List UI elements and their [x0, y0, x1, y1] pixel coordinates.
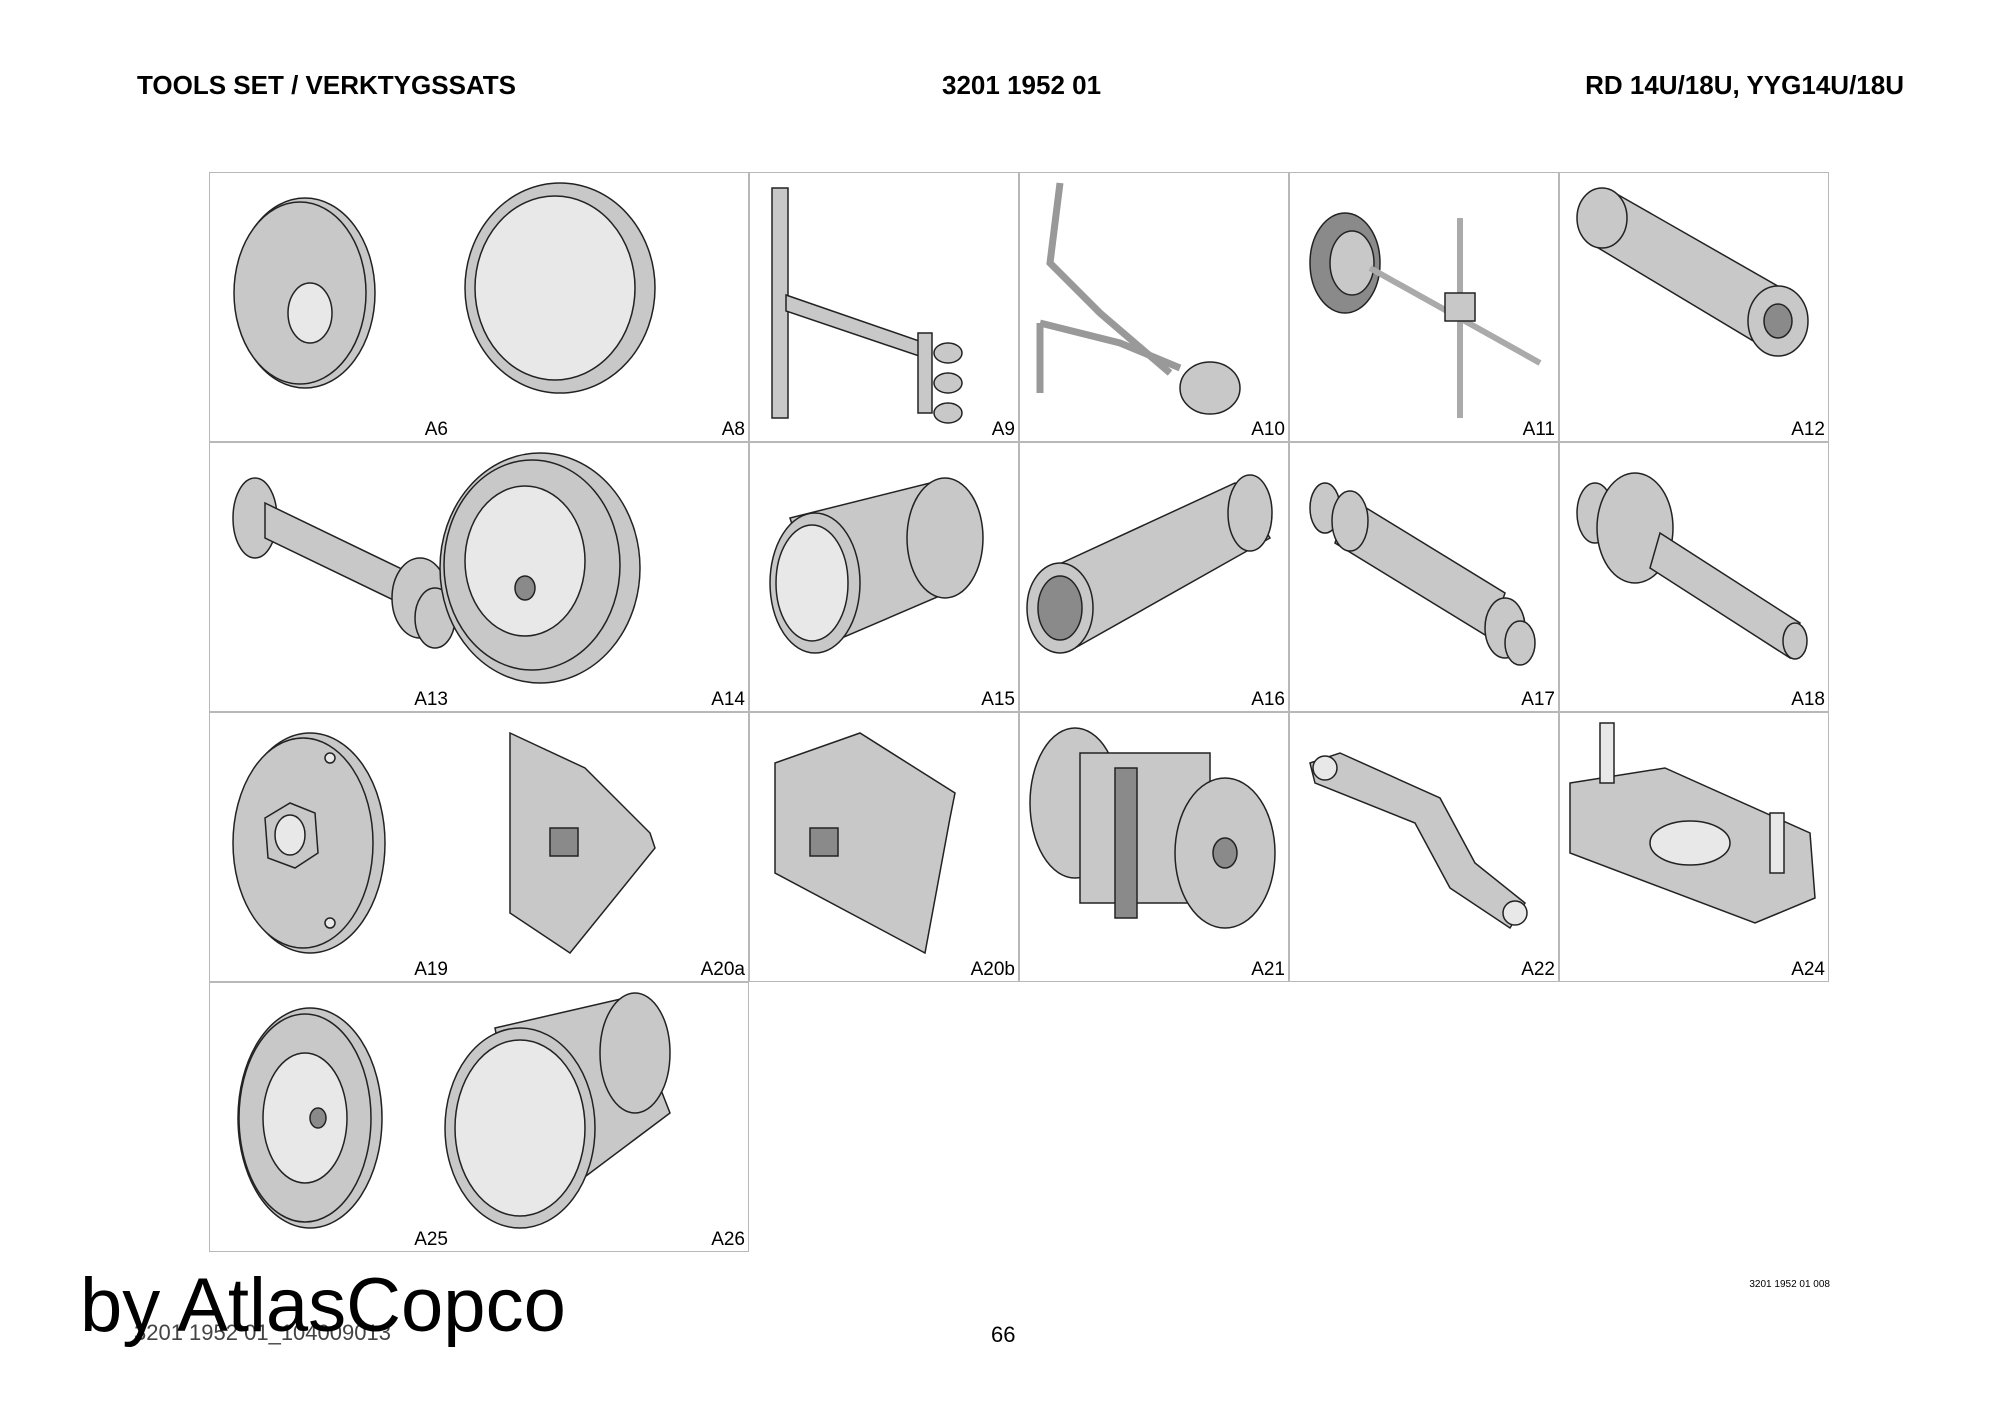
tool-label-a20b: A20b [970, 959, 1015, 980]
header-model: RD 14U/18U, YYG14U/18U [1585, 70, 1904, 100]
tool-illustration-a6-a8 [233, 182, 656, 394]
tool-cell-a9: A9 [749, 172, 1019, 442]
tool-cell-a20b: A20b [749, 712, 1019, 982]
tool-illustration-a18 [1576, 472, 1808, 660]
tool-illustration-a11 [1309, 212, 1542, 418]
tool-label-a11: A11 [1522, 419, 1555, 440]
tool-label-a15: A15 [981, 689, 1015, 710]
tool-cell-a22: A22 [1289, 712, 1559, 982]
tool-label-a6: A6 [424, 419, 448, 440]
tool-label-a13: A13 [414, 689, 448, 710]
tool-cell-a10: A10 [1019, 172, 1289, 442]
tool-illustration-a16 [1026, 474, 1273, 654]
tools-grid: A6 A8 A9 A10 A11 [209, 172, 1829, 1252]
header-part-number: 3201 1952 01 [942, 70, 1102, 100]
tool-label-a14: A14 [711, 689, 745, 710]
tool-cell-a17: A17 [1289, 442, 1559, 712]
tool-cell-a13-a14: A13 A14 [209, 442, 749, 712]
tool-label-a8: A8 [721, 419, 745, 440]
tool-label-a26: A26 [711, 1229, 745, 1250]
tool-label-a16: A16 [1251, 689, 1285, 710]
tool-label-a19: A19 [414, 959, 448, 980]
tool-label-a25: A25 [414, 1229, 448, 1250]
tool-cell-a19-a20a: A19 A20a [209, 712, 749, 982]
tool-illustration-a17 [1309, 482, 1536, 666]
tool-cell-a6-a8: A6 A8 [209, 172, 749, 442]
tool-illustration-a20b [774, 732, 956, 955]
page-number: 66 [991, 1322, 1016, 1347]
tool-label-a22: A22 [1521, 959, 1555, 980]
tool-illustration-a15 [769, 477, 984, 654]
tool-label-a21: A21 [1251, 959, 1285, 980]
figure-reference: 3201 1952 01 008 [1749, 1279, 1830, 1290]
tool-illustration-a13-a14 [232, 452, 641, 684]
tool-cell-a11: A11 [1289, 172, 1559, 442]
tool-illustration-a25-a26 [237, 992, 671, 1229]
tool-cell-a24: A24 [1559, 712, 1829, 982]
tool-illustration-a22 [1309, 752, 1528, 930]
tool-cell-a12: A12 [1559, 172, 1829, 442]
tool-cell-a15: A15 [749, 442, 1019, 712]
tool-label-a17: A17 [1521, 689, 1555, 710]
tool-label-a24: A24 [1791, 959, 1825, 980]
tool-cell-a16: A16 [1019, 442, 1289, 712]
tool-cell-a21: A21 [1019, 712, 1289, 982]
tool-illustration-a19-a20a [232, 731, 656, 955]
tool-label-a9: A9 [991, 419, 1015, 440]
tool-cell-a18: A18 [1559, 442, 1829, 712]
watermark: by AtlasCopco [80, 1263, 566, 1348]
tool-illustration-a24 [1569, 722, 1816, 924]
tool-cell-a25-a26: A25 A26 [209, 982, 749, 1252]
tool-illustration-a9 [771, 187, 963, 424]
tool-label-a20a: A20a [700, 959, 745, 980]
tool-label-a12: A12 [1791, 419, 1825, 440]
tool-illustration-a12 [1576, 187, 1809, 357]
tool-label-a10: A10 [1251, 419, 1285, 440]
tool-label-a18: A18 [1791, 689, 1825, 710]
tool-illustration-a21 [1029, 727, 1276, 929]
tool-illustration-a10 [1036, 182, 1241, 415]
header-title: TOOLS SET / VERKTYGSSATS [137, 70, 516, 100]
document-id: 3201 1952 01_104009013 [134, 1320, 391, 1345]
